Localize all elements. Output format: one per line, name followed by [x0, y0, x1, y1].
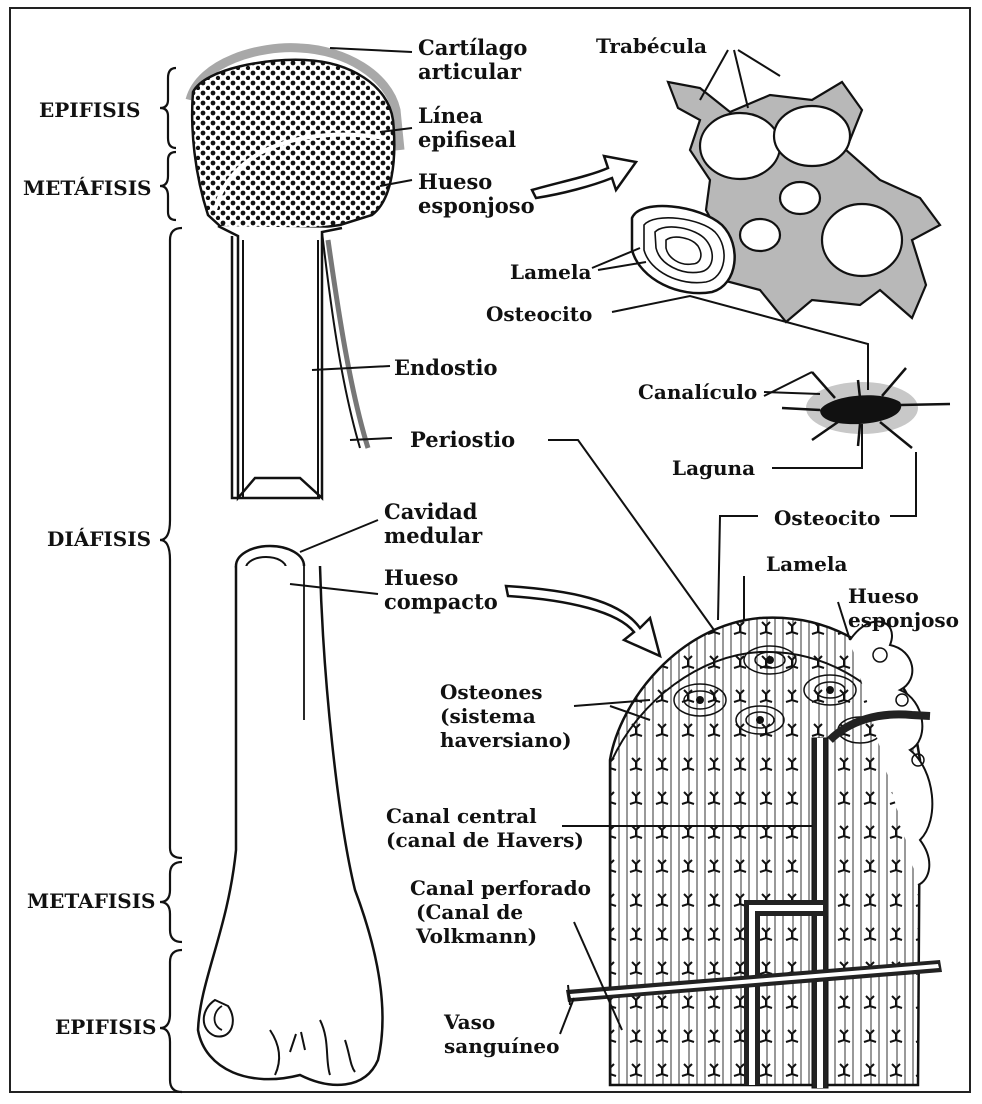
label-osteocito-mid: Osteocito [774, 506, 880, 530]
zone-braces [160, 68, 182, 1092]
zone-epifisis-bottom: EPIFISIS [55, 1015, 156, 1039]
zone-diafisis: DIÁFISIS [47, 527, 151, 551]
label-lamela-top: Lamela [510, 260, 591, 284]
cortical-bone-block [566, 618, 942, 1088]
bone-upper [190, 48, 400, 498]
label-osteocito-top: Osteocito [486, 302, 592, 326]
label-trabecula: Trabécula [596, 34, 707, 58]
label-laguna: Laguna [672, 456, 755, 480]
label-canal-central: Canal central(canal de Havers) [386, 804, 584, 852]
label-lamela-bottom: Lamela [766, 552, 847, 576]
bone-lower [198, 546, 382, 1085]
zone-epifisis-top: EPIFISIS [39, 98, 140, 122]
label-periostio: Periostio [410, 428, 515, 452]
label-endostio: Endostio [394, 356, 497, 380]
zone-metafisis-top: METÁFISIS [23, 176, 152, 200]
trabecula-structure [632, 82, 940, 322]
zone-metafisis-bottom: METAFISIS [27, 889, 156, 913]
label-canaliculo: Canalículo [638, 380, 757, 404]
osteocyte-cell [782, 368, 950, 448]
